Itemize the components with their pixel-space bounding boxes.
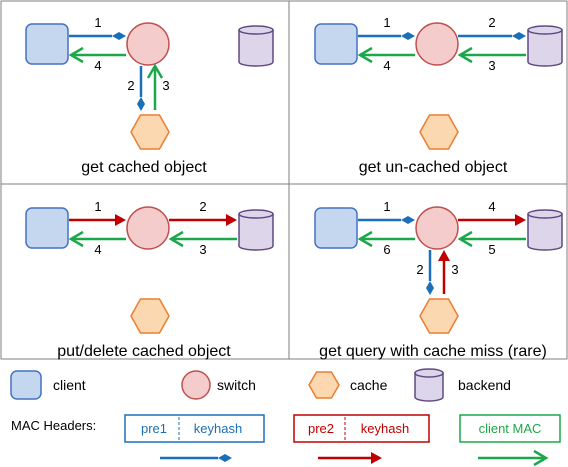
client-icon: [10, 370, 42, 400]
arrow-client-to-switch: [69, 32, 126, 40]
arrow-switch-to-backend: [458, 32, 526, 40]
panel-grid: [0, 0, 568, 360]
arrow-backend-to-switch: [457, 46, 526, 64]
arrow-switch-to-client: [357, 46, 415, 64]
arrow-step-label: 4: [383, 58, 390, 73]
mac-headers-label: MAC Headers:: [11, 418, 96, 433]
legend-cache-label: cache: [350, 377, 388, 393]
switch-icon: [126, 22, 170, 66]
arrow-step-label: 2: [416, 262, 423, 277]
arrow-switch-to-cache: [137, 66, 145, 111]
arrow-step-label: 3: [451, 262, 458, 277]
panel-2: 1 4 2 3 get un-cached object: [314, 15, 563, 176]
mac-green-text: client MAC: [479, 421, 542, 436]
arrow-step-label: 1: [383, 15, 390, 30]
backend-icon: [527, 25, 563, 67]
mac-header-blue-box: [124, 414, 265, 443]
arrow-step-label: 3: [199, 242, 206, 257]
mac-red-prefix: pre2: [308, 421, 334, 436]
arrow-cache-to-switch: [438, 250, 450, 294]
client-icon: [25, 23, 69, 65]
mac-blue-keyhash: keyhash: [194, 421, 242, 436]
legend: client switch cache backend: [10, 368, 511, 402]
switch-icon: [181, 370, 211, 400]
switch-icon: [415, 22, 459, 66]
legend-client-label: client: [53, 377, 86, 393]
arrow-step-label: 1: [94, 199, 101, 214]
arrow-client-to-switch: [358, 32, 415, 40]
arrow-backend-to-switch: [457, 230, 526, 248]
switch-icon: [415, 206, 459, 250]
arrow-step-label: 5: [488, 242, 495, 257]
legend-backend-label: backend: [458, 377, 511, 393]
panel-caption: get un-cached object: [359, 159, 508, 176]
mac-green-arrow: [478, 449, 549, 467]
arrow-client-to-switch: [69, 214, 126, 226]
arrow-switch-to-backend: [169, 214, 237, 226]
arrow-step-label: 1: [383, 199, 390, 214]
arrow-step-label: 1: [94, 15, 101, 30]
arrow-backend-to-switch: [168, 230, 237, 248]
cache-icon: [130, 298, 170, 334]
mac-header-red-box: [293, 414, 430, 443]
mac-header-green-box: [459, 414, 561, 443]
arrow-step-label: 4: [94, 242, 101, 257]
arrow-step-label: 4: [94, 58, 101, 73]
panel-caption: get query with cache miss (rare): [319, 343, 547, 360]
backend-icon: [414, 368, 444, 402]
panel-3: 1 4 2 3 put/delete cached object: [25, 199, 274, 360]
mac-headers: MAC Headers: pre1 keyhash pre2 keyhash client…: [11, 414, 561, 467]
mac-red-arrow: [318, 452, 382, 464]
arrow-step-label: 4: [488, 199, 495, 214]
arrow-client-to-switch: [358, 216, 415, 224]
switch-icon: [126, 206, 170, 250]
legend-switch-label: switch: [217, 377, 256, 393]
backend-icon: [527, 209, 563, 251]
arrow-switch-to-backend: [458, 214, 526, 226]
arrow-step-label: 2: [199, 199, 206, 214]
client-icon: [314, 23, 358, 65]
panel-caption: put/delete cached object: [57, 343, 231, 360]
panel-1: 1 4 2 3 get cached object: [25, 15, 274, 176]
arrow-switch-to-client: [68, 230, 126, 248]
arrow-step-label: 6: [383, 242, 390, 257]
arrow-switch-to-client: [68, 46, 126, 64]
arrow-step-label: 3: [488, 58, 495, 73]
client-icon: [314, 207, 358, 249]
cache-icon: [419, 298, 459, 334]
panel-4: 1 6 4 5 2 3 get query with cache miss (rare): [314, 199, 563, 360]
arrow-step-label: 2: [127, 78, 134, 93]
arrow-step-label: 3: [162, 78, 169, 93]
panel-caption: get cached object: [81, 159, 207, 176]
arrow-step-label: 2: [488, 15, 495, 30]
backend-icon: [238, 25, 274, 67]
client-icon: [25, 207, 69, 249]
backend-icon: [238, 209, 274, 251]
mac-red-keyhash: keyhash: [361, 421, 409, 436]
arrow-switch-to-client: [357, 230, 415, 248]
arrow-cache-to-switch: [146, 63, 164, 110]
cache-icon: [419, 114, 459, 150]
cache-icon: [308, 371, 340, 399]
mac-blue-prefix: pre1: [141, 421, 167, 436]
mac-blue-arrow: [160, 454, 232, 462]
cache-icon: [130, 114, 170, 150]
arrow-switch-to-cache: [426, 250, 434, 295]
